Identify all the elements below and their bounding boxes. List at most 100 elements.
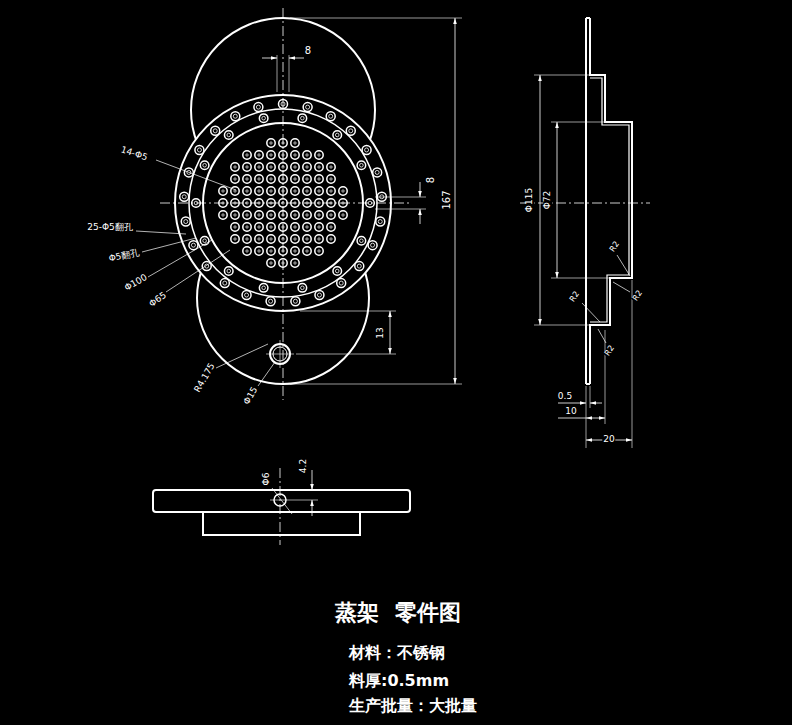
dimension-text: Φ15 xyxy=(242,385,260,408)
flanged-hole xyxy=(220,279,229,288)
extension-line xyxy=(551,278,630,279)
flanged-hole-inner xyxy=(191,243,195,247)
flanged-hole-inner xyxy=(349,129,353,133)
flanged-hole-inner xyxy=(203,239,207,243)
dimension-text: R4.175 xyxy=(192,361,217,395)
hole-center-mark xyxy=(247,225,248,229)
dimension-text: R2 xyxy=(568,289,582,304)
flanged-hole-inner xyxy=(329,114,333,118)
hole-center-mark xyxy=(259,189,260,193)
arrow-head xyxy=(310,500,314,506)
steam-hole xyxy=(291,259,299,267)
extension-line xyxy=(296,354,396,355)
side-profile xyxy=(590,18,632,384)
dimension-text: 25-Φ5翻孔 xyxy=(86,223,134,232)
steam-hole xyxy=(255,151,263,159)
hole-center-mark xyxy=(271,189,272,193)
hole-center-mark xyxy=(271,213,272,217)
steam-hole xyxy=(231,235,239,243)
dimension-text: 8 xyxy=(304,46,312,57)
steam-hole xyxy=(291,163,299,171)
center-line xyxy=(280,340,281,368)
side-profile-inner xyxy=(590,78,629,322)
hole-center-mark xyxy=(343,213,344,217)
extension-line xyxy=(375,197,426,198)
extension-line xyxy=(289,55,290,92)
hole-center-mark xyxy=(283,213,284,217)
steam-hole xyxy=(231,223,239,231)
flanged-hole-inner xyxy=(339,281,343,285)
hole-center-mark xyxy=(319,249,320,253)
hole-center-mark xyxy=(271,153,272,157)
extension-line xyxy=(290,384,462,385)
arrow-head xyxy=(453,378,457,384)
steam-hole xyxy=(267,187,275,195)
hole-center-mark xyxy=(259,249,260,253)
flanged-hole xyxy=(211,126,220,135)
arrow-head xyxy=(580,401,586,405)
dimension-text: Φ100 xyxy=(122,272,149,293)
dimension-line xyxy=(540,75,541,325)
flanged-hole-inner xyxy=(256,105,260,109)
hole-center-mark xyxy=(307,189,308,193)
steam-hole xyxy=(327,223,335,231)
flanged-hole xyxy=(315,291,324,300)
dimension-text: 8 xyxy=(426,176,437,184)
extension-line xyxy=(298,490,318,491)
steam-hole xyxy=(333,267,342,276)
steam-hole xyxy=(224,131,233,140)
steam-hole xyxy=(224,267,233,276)
steam-hole xyxy=(291,223,299,231)
flanged-hole-inner xyxy=(281,102,285,106)
title-block-note: 生产批量：大批量 xyxy=(348,698,478,715)
flanged-hole xyxy=(373,168,382,177)
steam-hole xyxy=(303,187,311,195)
flanged-hole xyxy=(242,291,251,300)
arrow-head xyxy=(555,122,559,128)
steam-hole xyxy=(231,199,239,207)
leader-line xyxy=(148,240,212,277)
flanged-hole xyxy=(291,297,300,306)
hole-center-mark xyxy=(307,213,308,217)
hole-center-mark xyxy=(295,237,296,241)
arrow-head xyxy=(586,416,592,420)
steam-hole xyxy=(303,247,311,255)
arrow-head xyxy=(626,438,632,442)
dimension-text: Φ72 xyxy=(543,190,552,211)
steam-hole xyxy=(298,114,307,123)
extension-line xyxy=(375,209,426,210)
steam-hole xyxy=(267,163,275,171)
hole-center-mark xyxy=(331,237,332,241)
arrow-head xyxy=(418,209,422,215)
steam-hole xyxy=(231,211,239,219)
flanged-hole-inner xyxy=(233,114,237,118)
steam-hole xyxy=(333,131,342,140)
steam-hole xyxy=(315,247,323,255)
steam-hole xyxy=(279,199,287,207)
hole-center-mark xyxy=(259,177,260,181)
flanged-hole-inner xyxy=(378,220,382,224)
extension-line xyxy=(534,75,603,76)
flanged-hole-inner xyxy=(223,281,227,285)
flanged-hole xyxy=(254,103,263,112)
hole-center-mark xyxy=(271,249,272,253)
flanged-hole-inner xyxy=(293,299,297,303)
steam-hole xyxy=(259,284,268,293)
hole-center-mark xyxy=(247,237,248,241)
steam-hole xyxy=(315,175,323,183)
steam-hole xyxy=(298,284,307,293)
arrow-head xyxy=(388,311,392,317)
leader-line xyxy=(582,303,600,322)
hole-center-mark xyxy=(331,189,332,193)
steam-hole xyxy=(279,175,287,183)
steam-hole xyxy=(339,199,347,207)
hole-center-mark xyxy=(295,225,296,229)
steam-hole xyxy=(255,175,263,183)
center-line xyxy=(280,468,281,545)
flanged-hole xyxy=(303,103,312,112)
steam-hole xyxy=(327,187,335,195)
extension-line xyxy=(277,55,278,92)
extension-line xyxy=(586,386,587,448)
hole-center-mark xyxy=(295,189,296,193)
